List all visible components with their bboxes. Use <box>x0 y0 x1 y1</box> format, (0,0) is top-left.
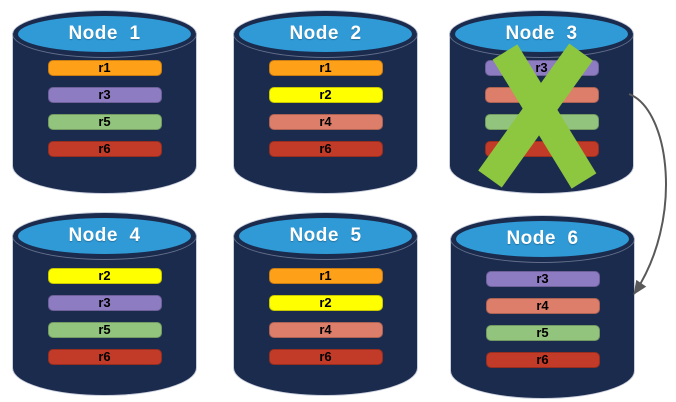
replica-bar: r2 <box>268 87 383 103</box>
replica-bar <box>484 141 599 157</box>
replica-bar: r4 <box>485 298 600 314</box>
replica-label: r3 <box>535 60 548 75</box>
replica-list: r3 <box>484 60 599 168</box>
replica-bar: r6 <box>268 349 383 365</box>
replica-label: r1 <box>98 60 111 75</box>
cylinder-top: Node 5 <box>234 213 417 259</box>
replica-bar: r4 <box>268 114 383 130</box>
replica-bar: r3 <box>484 60 599 76</box>
replica-bar: r2 <box>47 268 162 284</box>
replica-bar: r1 <box>47 60 162 76</box>
replica-bar: r3 <box>47 295 162 311</box>
replica-bar: r5 <box>47 322 162 338</box>
node-title: Node 2 <box>289 23 362 44</box>
replica-label: r6 <box>319 349 332 364</box>
node-title: Node 4 <box>68 225 141 246</box>
node-title: Node 5 <box>289 225 362 246</box>
replica-list: r1 r2 r4 r6 <box>268 268 383 376</box>
replica-label: r6 <box>536 352 549 367</box>
replica-bar: r3 <box>47 87 162 103</box>
replica-label: r2 <box>319 87 332 102</box>
cylinder-top: Node 1 <box>13 11 196 57</box>
replica-bar: r2 <box>268 295 383 311</box>
replica-label: r3 <box>98 87 111 102</box>
replica-bar: r6 <box>485 352 600 368</box>
replica-list: r1 r2 r4 r6 <box>268 60 383 168</box>
replica-label: r5 <box>98 114 111 129</box>
replica-label: r5 <box>536 325 549 340</box>
cylinder-body <box>234 236 417 395</box>
replica-bar: r1 <box>268 268 383 284</box>
node-title: Node 1 <box>68 23 141 44</box>
replica-bar: r4 <box>268 322 383 338</box>
cylinder-top: Node 2 <box>234 11 417 57</box>
replica-list: r3 r4 r5 r6 <box>485 271 600 379</box>
node-title: Node 6 <box>506 228 579 249</box>
cylinder-body <box>13 236 196 395</box>
replica-label: r3 <box>98 295 111 310</box>
replica-label: r1 <box>319 268 332 283</box>
cylinder-top: Node 3 <box>450 11 633 57</box>
replica-label: r1 <box>319 60 332 75</box>
replica-label: r2 <box>319 295 332 310</box>
replica-label: r5 <box>98 322 111 337</box>
failover-arrow-node3-to-node6 <box>628 93 667 295</box>
node-6-cylinder: Node 6 r3 r4 r5 r6 <box>451 216 634 398</box>
node-5-cylinder: Node 5 r1 r2 r4 r6 <box>234 213 417 395</box>
replica-label: r3 <box>536 271 549 286</box>
replica-label: r6 <box>98 349 111 364</box>
replica-bar <box>484 114 599 130</box>
node-title: Node 3 <box>505 23 578 44</box>
replica-label: r4 <box>319 114 332 129</box>
node-2-cylinder: Node 2 r1 r2 r4 r6 <box>234 11 417 193</box>
replica-label: r4 <box>536 298 549 313</box>
replica-bar: r6 <box>47 349 162 365</box>
replica-bar: r5 <box>485 325 600 341</box>
node-4-cylinder: Node 4 r2 r3 r5 r6 <box>13 213 196 395</box>
replica-bar <box>484 87 599 103</box>
node-3-cylinder: Node 3 r3 <box>450 11 633 193</box>
cylinder-body <box>451 239 634 398</box>
replica-bar: r6 <box>268 141 383 157</box>
cylinder-top: Node 4 <box>13 213 196 259</box>
replica-label: r6 <box>319 141 332 156</box>
replica-label: r6 <box>98 141 111 156</box>
replica-bar: r1 <box>268 60 383 76</box>
replica-label: r2 <box>98 268 111 283</box>
replica-bar: r6 <box>47 141 162 157</box>
replica-label: r4 <box>319 322 332 337</box>
replica-bar: r3 <box>485 271 600 287</box>
replica-list: r2 r3 r5 r6 <box>47 268 162 376</box>
node-1-cylinder: Node 1 r1 r3 r5 r6 <box>13 11 196 193</box>
replica-list: r1 r3 r5 r6 <box>47 60 162 168</box>
cylinder-top: Node 6 <box>451 216 634 262</box>
replica-bar: r5 <box>47 114 162 130</box>
